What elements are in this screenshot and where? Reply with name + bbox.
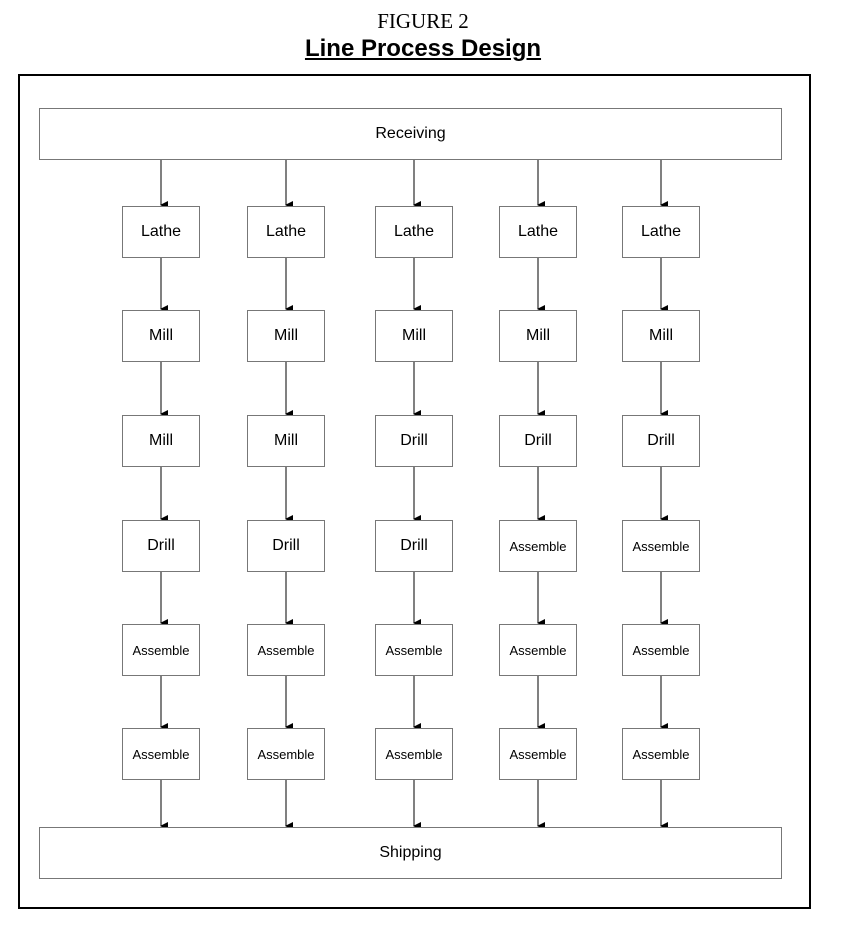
step-box-line4-step4: Assemble [499, 520, 577, 572]
step-box-line2-step6: Assemble [247, 728, 325, 780]
step-box-line1-step4: Drill [122, 520, 200, 572]
diagram-frame [18, 74, 811, 909]
step-box-line3-step5: Assemble [375, 624, 453, 676]
step-box-line2-step1: Lathe [247, 206, 325, 258]
figure-title: Line Process Design [304, 35, 542, 62]
step-box-line2-step4: Drill [247, 520, 325, 572]
receiving-box: Receiving [39, 108, 782, 160]
step-box-line5-step3: Drill [622, 415, 700, 467]
step-box-line3-step4: Drill [375, 520, 453, 572]
step-box-line1-step3: Mill [122, 415, 200, 467]
step-box-line3-step6: Assemble [375, 728, 453, 780]
step-box-line5-step1: Lathe [622, 206, 700, 258]
shipping-box: Shipping [39, 827, 782, 879]
step-box-line3-step1: Lathe [375, 206, 453, 258]
step-box-line5-step5: Assemble [622, 624, 700, 676]
step-box-line1-step1: Lathe [122, 206, 200, 258]
step-box-line4-step6: Assemble [499, 728, 577, 780]
step-box-line4-step2: Mill [499, 310, 577, 362]
step-box-line2-step3: Mill [247, 415, 325, 467]
step-box-line2-step5: Assemble [247, 624, 325, 676]
step-box-line1-step2: Mill [122, 310, 200, 362]
step-box-line3-step2: Mill [375, 310, 453, 362]
step-box-line4-step1: Lathe [499, 206, 577, 258]
step-box-line5-step2: Mill [622, 310, 700, 362]
figure-label: FIGURE 2 [377, 9, 469, 33]
step-box-line2-step2: Mill [247, 310, 325, 362]
step-box-line4-step3: Drill [499, 415, 577, 467]
step-box-line1-step5: Assemble [122, 624, 200, 676]
step-box-line3-step3: Drill [375, 415, 453, 467]
step-box-line1-step6: Assemble [122, 728, 200, 780]
step-box-line5-step4: Assemble [622, 520, 700, 572]
step-box-line5-step6: Assemble [622, 728, 700, 780]
step-box-line4-step5: Assemble [499, 624, 577, 676]
